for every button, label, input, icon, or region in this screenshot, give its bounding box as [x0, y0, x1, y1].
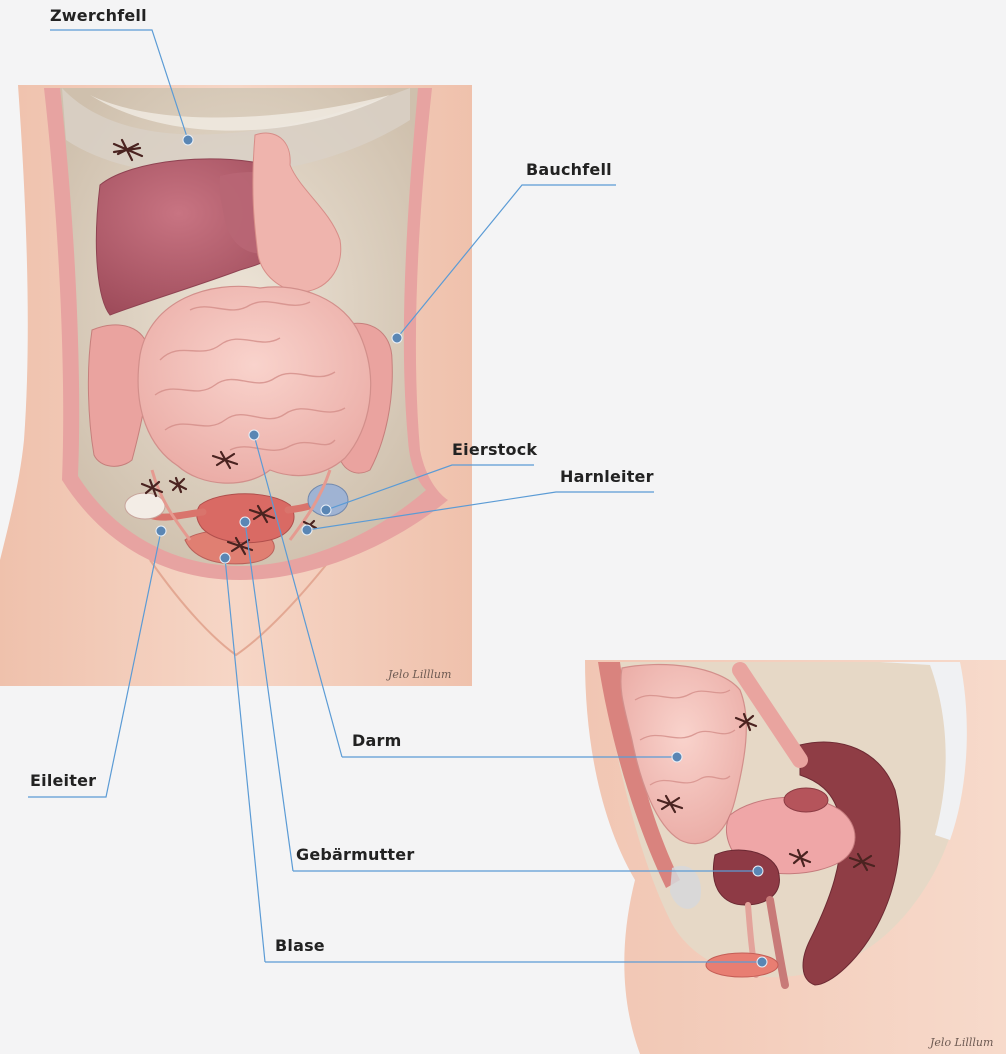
- sagittal-pelvis-illustration: Jelo Lilllum: [585, 660, 1006, 1054]
- marker-dot-darm-front: [249, 430, 259, 440]
- marker-dot-harnleiter: [302, 525, 312, 535]
- marker-dot-zwerchfell: [183, 135, 193, 145]
- marker-dot-eierstock: [321, 505, 331, 515]
- artist-signature-front: Jelo Lilllum: [386, 668, 451, 681]
- label-darm: Darm: [352, 731, 401, 750]
- label-bauchfell: Bauchfell: [526, 160, 612, 179]
- small-intestine: [138, 286, 371, 483]
- artist-signature-side: Jelo Lilllum: [928, 1036, 993, 1049]
- marker-dot-gebaermutter-front: [240, 517, 250, 527]
- label-harnleiter: Harnleiter: [560, 467, 654, 486]
- marker-dot-blase-front: [220, 553, 230, 563]
- label-zwerchfell: Zwerchfell: [50, 6, 147, 25]
- marker-dot-darm-side: [672, 752, 682, 762]
- marker-dot-gebaermutter-side: [753, 866, 763, 876]
- marker-dot-eileiter: [156, 526, 166, 536]
- left-ovary: [125, 493, 165, 519]
- marker-dot-bauchfell: [392, 333, 402, 343]
- pubic-bone: [706, 953, 778, 977]
- uterine-lesion-side: [784, 788, 828, 812]
- front-torso-illustration: Jelo Lilllum: [0, 85, 472, 686]
- marker-dot-blase-side: [757, 957, 767, 967]
- label-eileiter: Eileiter: [30, 771, 96, 790]
- label-eierstock: Eierstock: [452, 440, 537, 459]
- label-gebaermutter: Gebärmutter: [296, 845, 414, 864]
- label-blase: Blase: [275, 936, 325, 955]
